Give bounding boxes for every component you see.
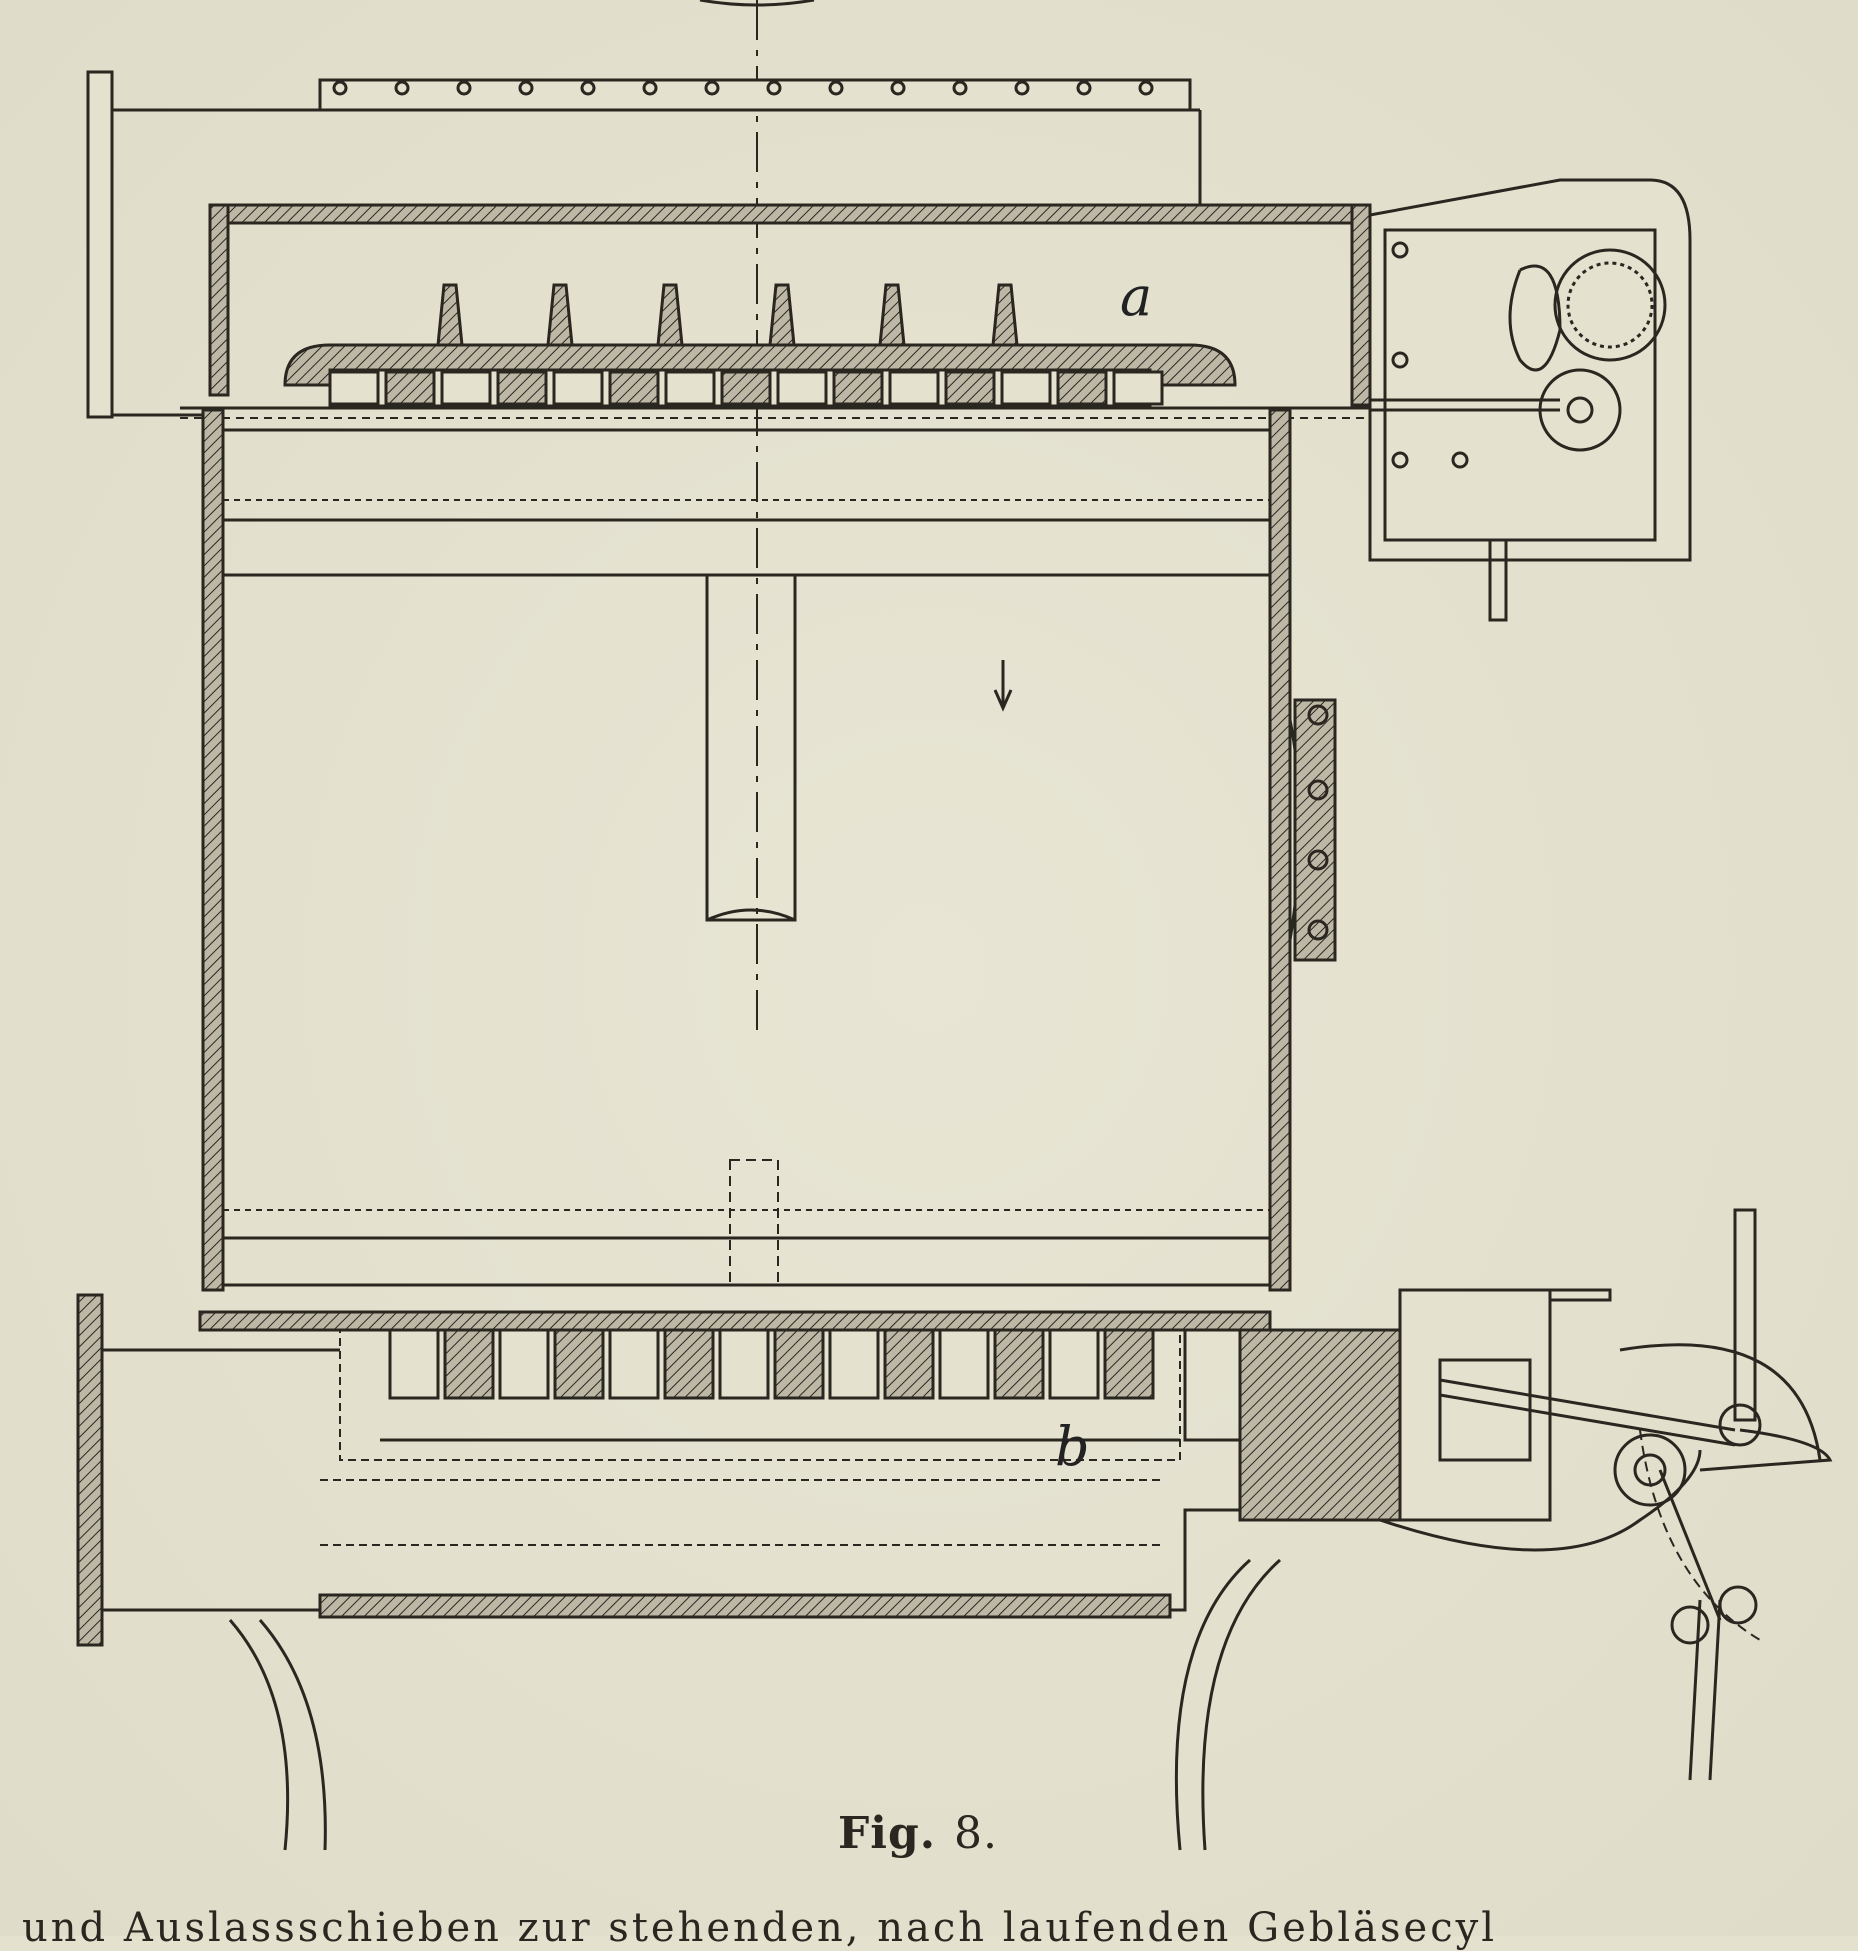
valve-segment [776, 370, 828, 406]
bolt [1076, 80, 1092, 96]
valve-segment [440, 370, 492, 406]
valve-gear-lever-mechanism [1238, 1208, 1833, 1781]
top-inlet-pipe [86, 70, 1202, 419]
side-inspection-door [1288, 698, 1337, 962]
valve-segment [608, 1328, 660, 1400]
valve-segment [944, 370, 996, 406]
valve-segment [832, 370, 884, 406]
valve-rib [436, 283, 464, 347]
valve-segment [663, 1328, 715, 1400]
bolt [394, 80, 410, 96]
bolt [890, 80, 906, 96]
bolt [766, 80, 782, 96]
valve-segment [496, 370, 548, 406]
main-cylinder [201, 408, 1292, 1292]
bolt [952, 80, 968, 96]
figure-caption: Fig. 8. [838, 1808, 998, 1859]
valve-segment [1056, 370, 1108, 406]
valve-segment [498, 1328, 550, 1400]
bolt [1014, 80, 1030, 96]
valve-segment [718, 1328, 770, 1400]
upper-valve-ribs [436, 283, 1019, 347]
valve-segment [388, 1328, 440, 1400]
valve-rib [656, 283, 684, 347]
valve-segment [1103, 1328, 1155, 1400]
bolt [704, 80, 720, 96]
cover-bolts [332, 80, 1154, 96]
bolt [332, 80, 348, 96]
lower-slide-valves [388, 1328, 1155, 1400]
bolt [642, 80, 658, 96]
valve-segment [328, 370, 380, 406]
valve-segment [773, 1328, 825, 1400]
bolt [456, 80, 472, 96]
bolt [518, 80, 534, 96]
valve-segment [608, 370, 660, 406]
valve-segment [552, 370, 604, 406]
valve-segment [1048, 1328, 1100, 1400]
caption-label: Fig. [838, 1808, 937, 1859]
valve-segment [938, 1328, 990, 1400]
valve-segment [1000, 370, 1052, 406]
valve-rib [878, 283, 906, 347]
lower-valve-chest [76, 1293, 1272, 1647]
valve-rib [546, 283, 574, 347]
caption-number: 8. [954, 1808, 999, 1859]
label-lower-valve: b [1055, 1415, 1090, 1478]
valve-segment [888, 370, 940, 406]
valve-segment [664, 370, 716, 406]
valve-segment [443, 1328, 495, 1400]
valve-rib [768, 283, 796, 347]
bolt [580, 80, 596, 96]
valve-segment [883, 1328, 935, 1400]
valve-segment [384, 370, 436, 406]
upper-slide-valves [328, 370, 1164, 406]
drive-gear-box [1368, 178, 1692, 622]
valve-rib [991, 283, 1019, 347]
support-legs [228, 1558, 1281, 1851]
bolt [828, 80, 844, 96]
valve-segment [993, 1328, 1045, 1400]
valve-segment [828, 1328, 880, 1400]
valve-segment [553, 1328, 605, 1400]
body-text-line: und Auslassschieben zur stehenden, nach … [22, 1905, 1497, 1951]
label-upper-valve: a [1120, 265, 1153, 328]
bolt [1138, 80, 1154, 96]
valve-segment [720, 370, 772, 406]
valve-segment [1112, 370, 1164, 406]
